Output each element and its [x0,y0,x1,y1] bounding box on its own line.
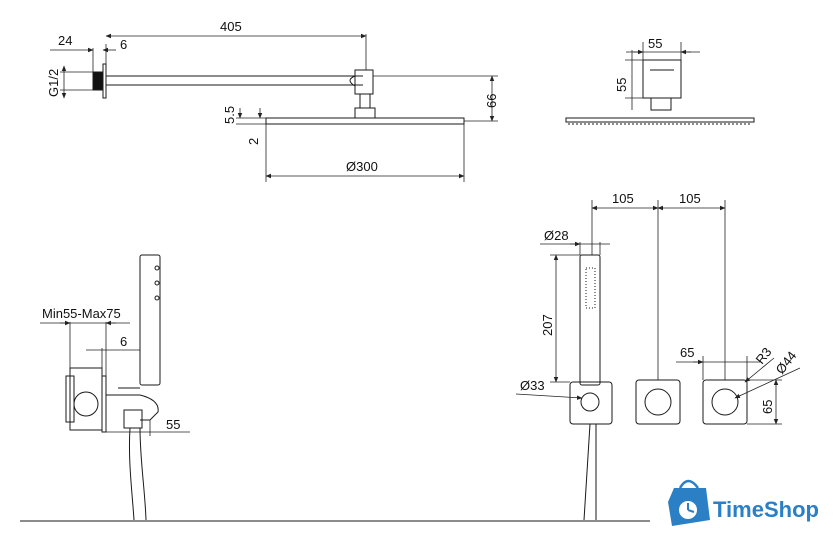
dim-head-thickness-top: 5.5 [222,106,237,124]
dim-arm-length: 405 [220,19,242,34]
elbow-block [354,69,374,95]
dim-spacing-1: 105 [612,191,634,206]
dim-outlet-diameter: Ø33 [520,378,545,393]
dim-side-height: 55 [614,78,629,92]
right-valve-knob [711,388,739,416]
front-view: 105 105 Ø28 207 Ø33 65 R3 Ø44 65 [515,191,801,521]
right-valve-plate [702,379,748,425]
dim-corner-radius: R3 [753,345,775,367]
dim-holder-depth: 55 [166,417,180,432]
dim-wall-depth: Min55-Max75 [42,306,121,321]
wall-flange [92,71,104,91]
brand-name: TimeShop [713,497,819,522]
dim-plate-height: 65 [760,400,775,414]
side-view-block [642,59,682,99]
dim-thread: G1/2 [46,69,61,97]
dim-plate-gap: 6 [120,334,127,349]
flange-plate [102,63,107,99]
dim-flange-depth: 24 [58,33,72,48]
outlet-plate [569,381,613,425]
shopping-bag-clock-icon [668,479,710,526]
hand-shower-handle [139,254,161,386]
shower-head-plate [265,117,465,125]
hand-shower-side-view: Min55-Max75 6 55 [40,254,190,521]
dim-handle-length: 207 [540,314,555,336]
dim-handle-diameter: Ø28 [544,228,569,243]
middle-valve-knob [644,388,672,416]
dim-flange-gap: 6 [120,37,127,52]
dim-head-diameter: Ø300 [346,159,378,174]
hand-shower-front [579,254,601,386]
side-view: 55 55 [565,36,755,125]
dim-knob-diameter: Ø44 [773,348,800,377]
dim-drop: 66 [484,94,499,108]
middle-valve-plate [635,379,681,425]
dim-head-thickness-edge: 2 [246,138,261,145]
brand-logo: TimeShop [668,479,819,526]
dim-spacing-2: 105 [679,191,701,206]
shower-arm-view: 405 24 6 G1/2 66 5.5 2 Ø300 [46,19,499,182]
dim-plate-width: 65 [680,345,694,360]
dim-side-width: 55 [648,36,662,51]
